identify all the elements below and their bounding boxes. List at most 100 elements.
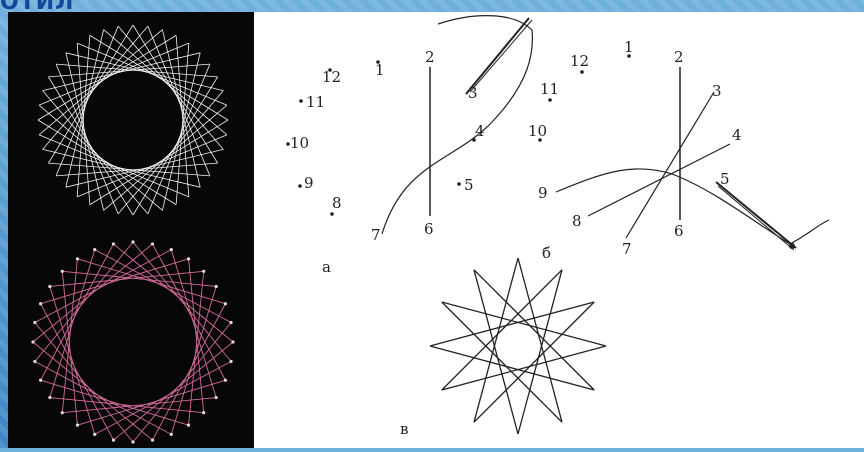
pin-dot xyxy=(187,424,190,427)
white-thread xyxy=(77,135,227,197)
b-label-4: 4 xyxy=(732,126,742,144)
white-thread xyxy=(162,53,200,211)
string-art-photo xyxy=(8,12,254,448)
pin-dot xyxy=(39,379,42,382)
white-thread xyxy=(148,64,210,214)
b-label-7: 7 xyxy=(622,240,632,258)
white-thread xyxy=(90,35,228,120)
a-label-3: 3 xyxy=(468,84,478,102)
pink-thread xyxy=(33,342,153,440)
diagram-a: 1 2 3 4 5 6 7 8 9 10 11 12 а xyxy=(286,16,532,276)
a-label-1: 1 xyxy=(375,61,385,79)
embroidery-diagram: 1 2 3 4 5 6 7 8 9 10 11 12 а xyxy=(254,12,864,448)
pin-dot xyxy=(202,411,205,414)
b-label-3: 3 xyxy=(712,82,722,100)
white-thread xyxy=(66,53,224,91)
b-label-11: 11 xyxy=(540,80,559,98)
pin-dot xyxy=(93,433,96,436)
pin-dot xyxy=(229,360,232,363)
white-thread xyxy=(162,30,200,188)
white-thread xyxy=(176,43,189,205)
b-label-8: 8 xyxy=(572,212,582,230)
pink-thread xyxy=(133,322,231,442)
white-thread xyxy=(56,64,218,77)
pin-dot xyxy=(76,424,79,427)
pink-thread xyxy=(35,242,133,362)
b-label-12: 12 xyxy=(570,52,589,70)
white-thread xyxy=(48,163,210,176)
pin-dot xyxy=(131,440,134,443)
diagram-c: в xyxy=(400,258,606,438)
a-label-7: 7 xyxy=(371,226,381,244)
white-thread xyxy=(66,53,104,211)
pin-dot xyxy=(215,396,218,399)
pin-dot xyxy=(187,257,190,260)
pin-dot xyxy=(93,248,96,251)
pink-thread xyxy=(33,244,153,342)
a-label-8: 8 xyxy=(332,194,342,212)
a-label-12: 12 xyxy=(322,68,341,86)
b-caption: б xyxy=(542,244,551,262)
white-thread xyxy=(56,163,218,176)
pin-dot xyxy=(39,302,42,305)
a-label-11: 11 xyxy=(306,93,325,111)
white-thread xyxy=(43,149,201,187)
a-label-6: 6 xyxy=(424,220,434,238)
pin-dot xyxy=(33,360,36,363)
white-thread xyxy=(56,64,118,214)
white-thread xyxy=(56,26,118,176)
b-label-6: 6 xyxy=(674,222,684,240)
pin-dot xyxy=(151,438,154,441)
pin-dot xyxy=(151,242,154,245)
pink-art-pins xyxy=(31,240,234,443)
pin-dot xyxy=(202,270,205,273)
pin-dot xyxy=(112,438,115,441)
white-thread xyxy=(48,64,210,77)
pin-dot xyxy=(224,302,227,305)
a-label-10: 10 xyxy=(290,134,309,152)
pin-dot xyxy=(170,433,173,436)
b-label-5: 5 xyxy=(720,170,730,188)
white-thread xyxy=(39,135,189,197)
white-thread xyxy=(176,35,189,197)
pin-dot xyxy=(48,285,51,288)
white-thread xyxy=(38,35,176,120)
pin-dot xyxy=(170,248,173,251)
pin-dot xyxy=(76,257,79,260)
a-label-9: 9 xyxy=(304,174,314,192)
pin-dot xyxy=(224,379,227,382)
b-label-10: 10 xyxy=(528,122,547,140)
pin-dot xyxy=(112,242,115,245)
pink-thread xyxy=(113,244,233,342)
white-thread xyxy=(48,77,133,215)
pink-thread xyxy=(113,342,233,440)
pin-dot xyxy=(48,396,51,399)
pin-dot xyxy=(31,340,34,343)
a-label-5: 5 xyxy=(464,176,474,194)
white-thread xyxy=(77,43,227,105)
pin-dot xyxy=(131,240,134,243)
white-thread xyxy=(133,77,218,215)
pink-thread xyxy=(133,242,231,362)
diagram-b: 1 2 3 4 5 6 7 8 9 10 11 12 б xyxy=(528,38,829,262)
white-thread xyxy=(43,53,201,91)
pin-dot xyxy=(215,285,218,288)
white-thread xyxy=(66,149,224,187)
white-thread xyxy=(77,43,90,205)
white-thread xyxy=(38,120,176,205)
white-art-center xyxy=(114,101,152,139)
c-caption: в xyxy=(400,420,408,438)
white-thread xyxy=(39,43,189,105)
white-thread xyxy=(66,30,104,188)
white-thread xyxy=(48,25,133,163)
a-label-4: 4 xyxy=(475,122,485,140)
white-thread xyxy=(90,120,228,205)
white-thread xyxy=(148,26,210,176)
white-thread xyxy=(133,25,218,163)
a-caption: а xyxy=(322,258,331,276)
pin-dot xyxy=(231,340,234,343)
pin-dot xyxy=(33,321,36,324)
pin-dot xyxy=(61,270,64,273)
white-thread xyxy=(77,35,90,197)
b-label-1: 1 xyxy=(624,38,634,56)
